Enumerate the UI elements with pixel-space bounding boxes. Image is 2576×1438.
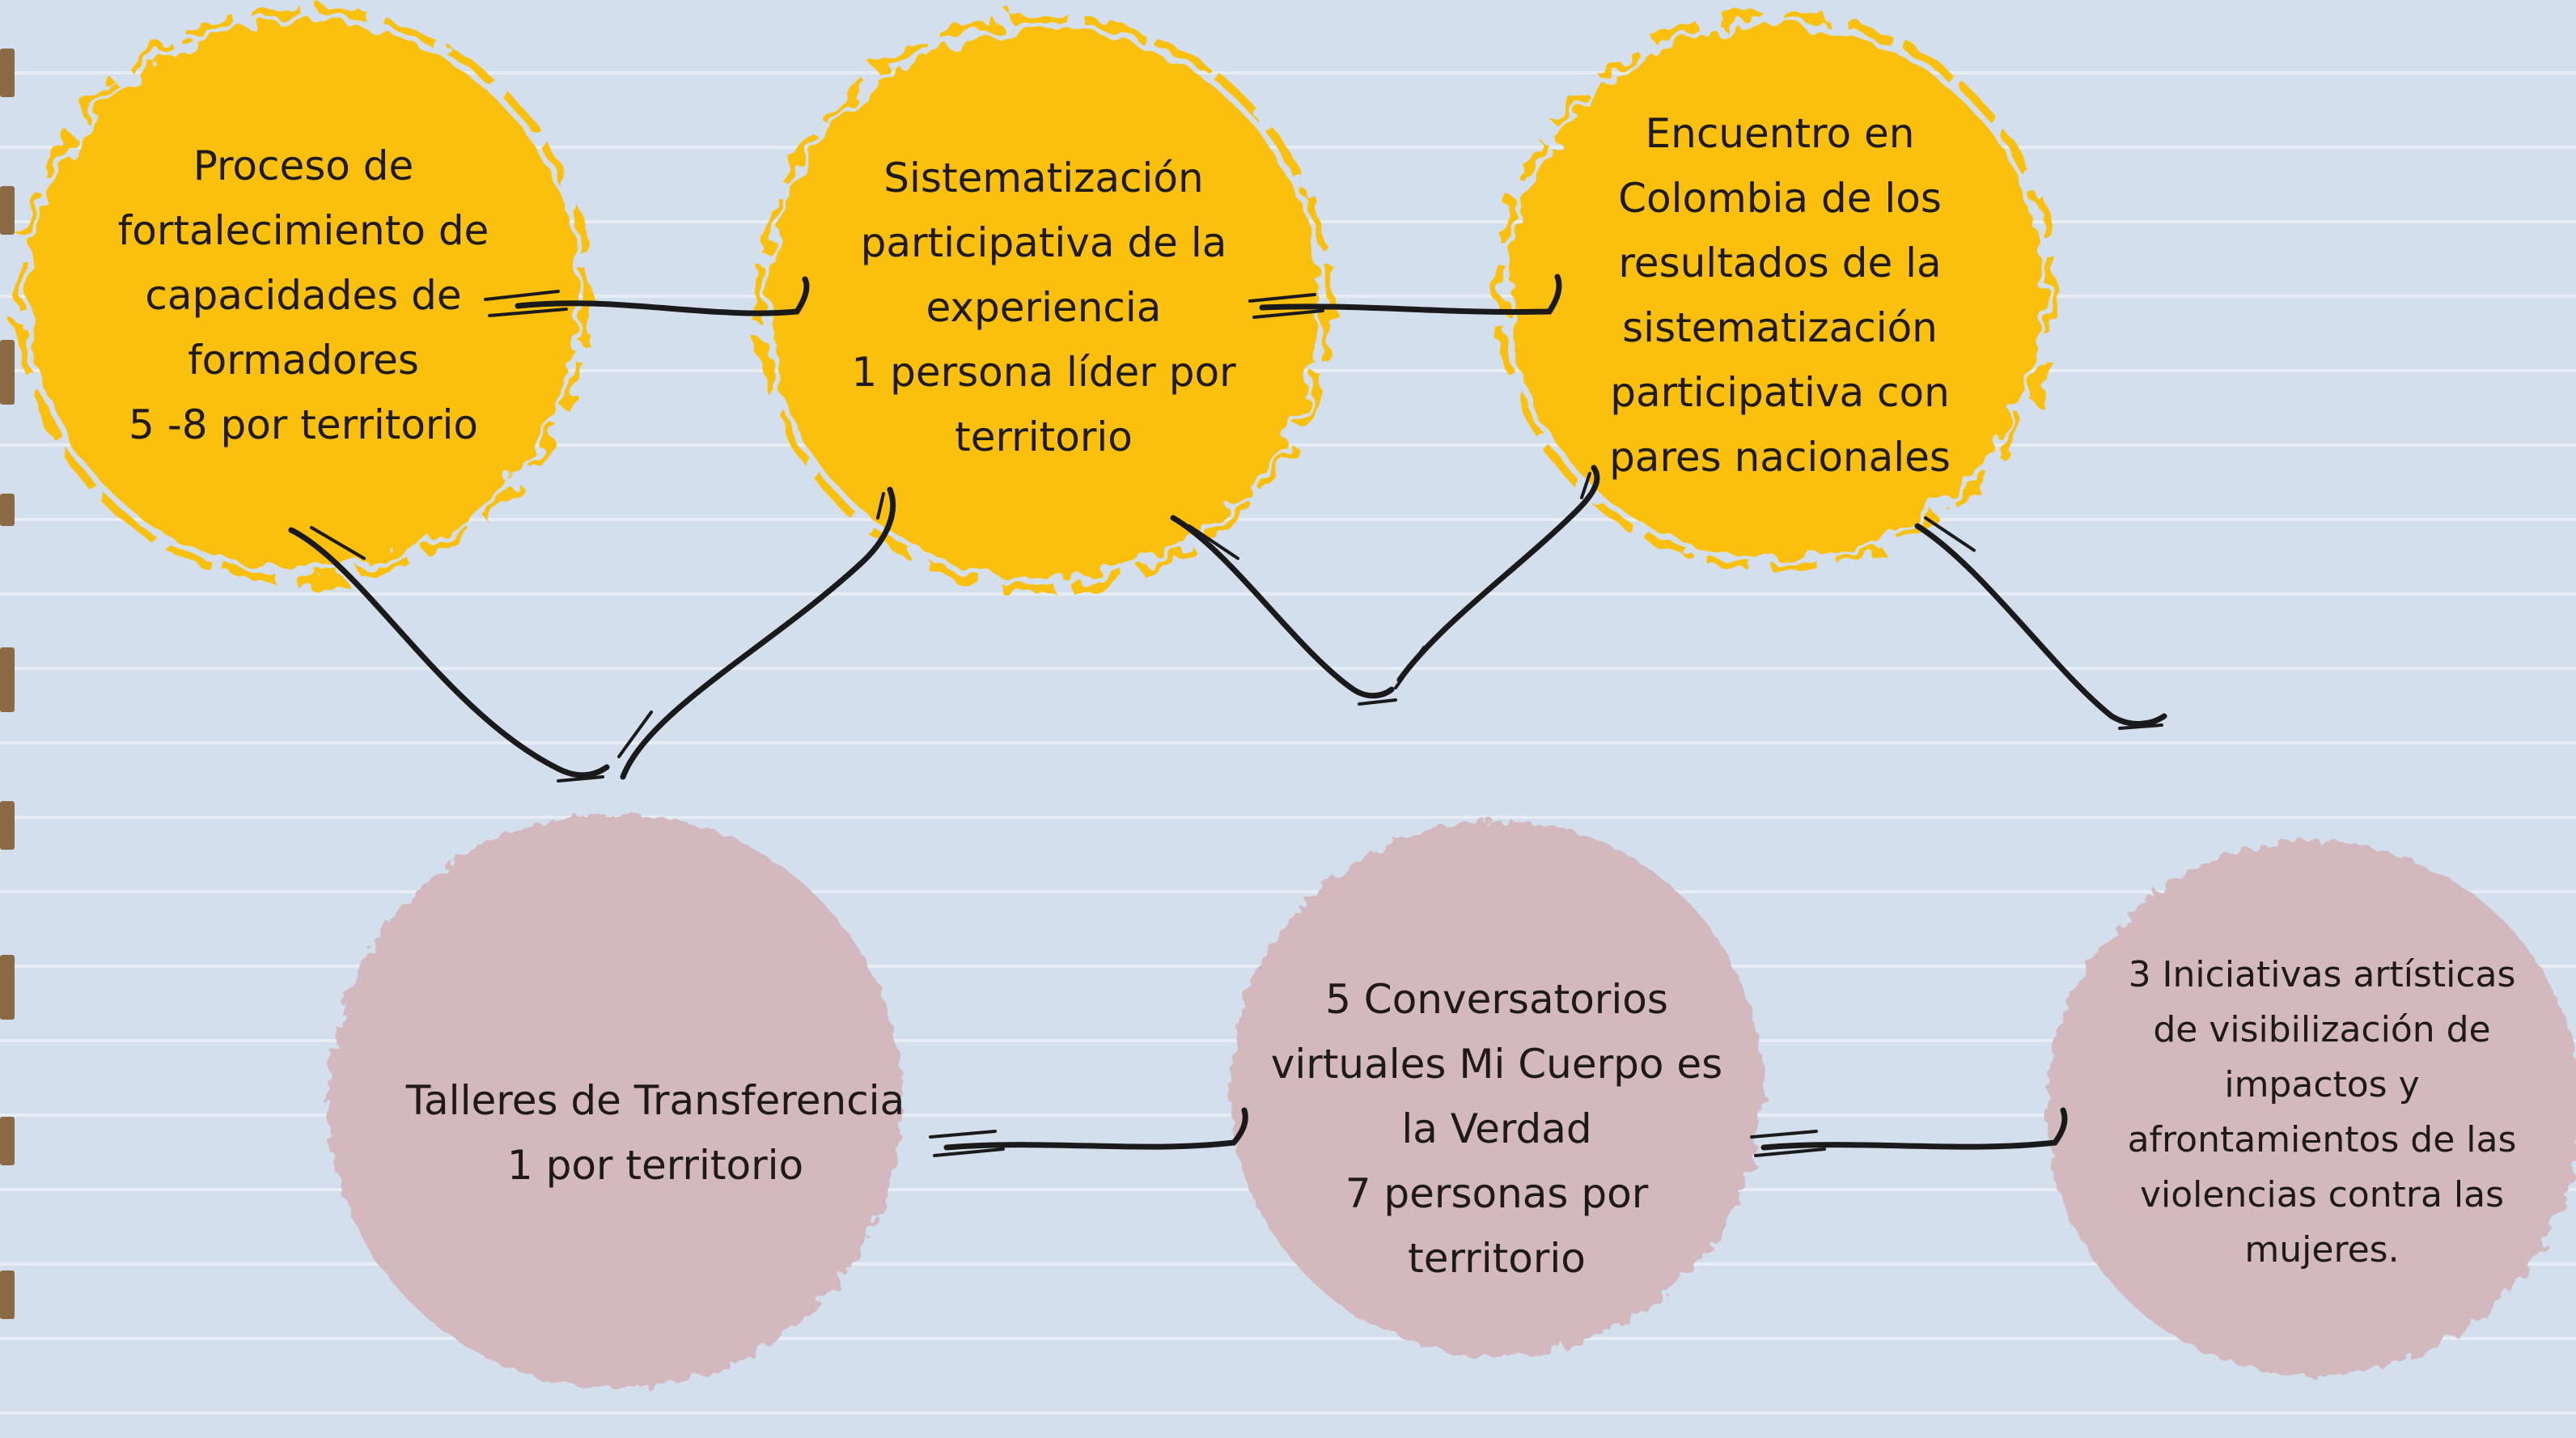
connector-top-1-accent — [484, 290, 568, 317]
connector-bottom-1-accent — [929, 1130, 1005, 1157]
connector-bottom-2-accent — [1750, 1130, 1826, 1157]
connector-tail-accent — [1924, 516, 2163, 730]
node-fortalecimiento-text: Proceso de fortalecimiento de capacidade… — [117, 142, 489, 448]
connector-zigzag-down-2-accent — [1188, 524, 1397, 706]
node-sistematizacion: Sistematización participativa de la expe… — [817, 146, 1270, 469]
connector-top-2-accent — [1248, 293, 1324, 319]
connector-zigzag-up-2-accent — [1394, 472, 1591, 689]
connector-zigzag-down-2 — [1170, 515, 1395, 699]
node-fortalecimiento: Proceso de fortalecimiento de capacidade… — [77, 113, 530, 477]
yellow-circle-fortalecimiento — [15, 6, 592, 584]
yellow-circle-sistematizacion — [755, 15, 1332, 592]
connector-tail — [1914, 523, 2167, 727]
connector-top-1 — [515, 276, 810, 316]
node-conversatorios-text: 5 Conversatorios virtuales Mi Cuerpo es … — [1270, 976, 1723, 1282]
node-conversatorios: 5 Conversatorios virtuales Mi Cuerpo es … — [1262, 963, 1731, 1295]
connector-zigzag-down-1 — [288, 527, 610, 778]
connector-bottom-2 — [1760, 1107, 2068, 1151]
pink-circle-iniciativas — [2047, 842, 2576, 1376]
yellow-circle-encuentro — [1495, 11, 2057, 572]
pink-circle-talleres — [328, 813, 902, 1388]
node-sistematizacion-text: Sistematización participativa de la expe… — [851, 155, 1236, 460]
connector-bottom-1 — [943, 1107, 1248, 1151]
connector-zigzag-down-1-accent — [310, 526, 604, 783]
connector-zigzag-up-2 — [1396, 464, 1600, 683]
pink-circle-conversatorios — [1230, 821, 1764, 1355]
node-iniciativas: 3 Iniciativas artísticas de visibilizaci… — [2104, 943, 2540, 1283]
connector-zigzag-up-1-accent — [617, 492, 885, 758]
connector-zigzag-up-1 — [620, 486, 896, 780]
node-talleres-text: Talleres de Transferencia 1 por territor… — [405, 1077, 905, 1189]
node-encuentro-text: Encuentro en Colombia de los resultados … — [1609, 110, 1951, 481]
node-talleres: Talleres de Transferencia 1 por territor… — [380, 1064, 930, 1202]
node-encuentro: Encuentro en Colombia de los resultados … — [1553, 97, 2006, 494]
connector-top-2 — [1259, 274, 1562, 315]
node-iniciativas-text: 3 Iniciativas artísticas de visibilizaci… — [2127, 954, 2517, 1270]
